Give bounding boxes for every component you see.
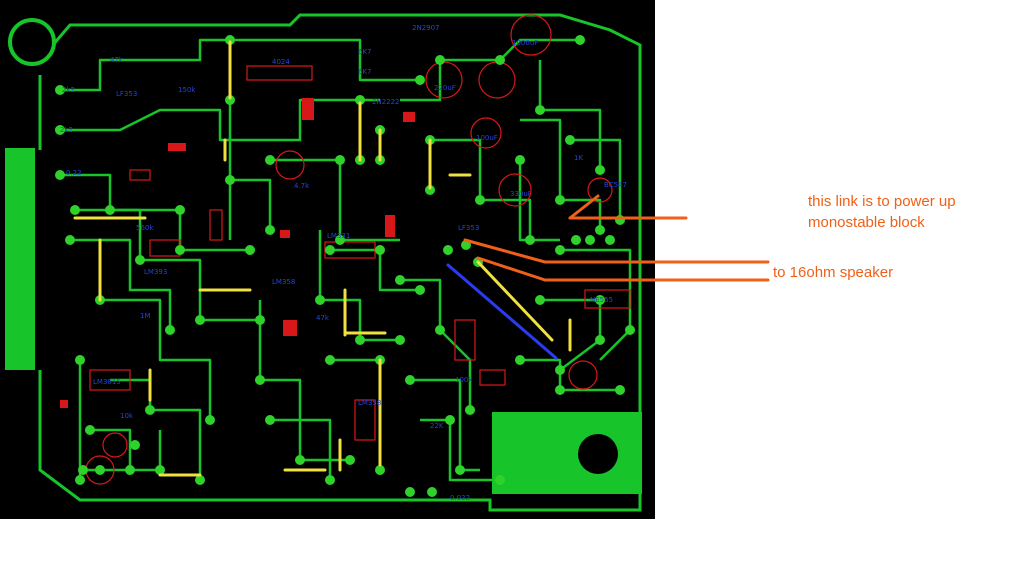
svg-text:2N2222: 2N2222 xyxy=(372,98,400,106)
mounting-hole-bottom-right xyxy=(578,434,618,474)
svg-text:2N2907: 2N2907 xyxy=(412,24,440,32)
svg-text:220uF: 220uF xyxy=(434,84,456,92)
component-outlines xyxy=(85,14,631,485)
annotation-speaker: to 16ohm speaker xyxy=(773,264,894,281)
svg-text:LM358: LM358 xyxy=(272,278,295,286)
component-labels: 47k 2k2 2k2 6K7 6K7 LM331 LM358 LM393 LM… xyxy=(60,24,627,502)
svg-text:2k2: 2k2 xyxy=(62,86,75,94)
copper-traces xyxy=(60,38,632,482)
svg-text:LF353: LF353 xyxy=(458,224,479,232)
smd-parts xyxy=(60,98,415,408)
mounting-hole-top-left xyxy=(8,18,56,66)
svg-text:330uF: 330uF xyxy=(510,190,532,198)
svg-text:4024: 4024 xyxy=(272,58,290,66)
arrow-speaker-upper-diag xyxy=(463,238,547,264)
svg-text:LM331: LM331 xyxy=(327,232,350,240)
annotation-arrows xyxy=(463,194,770,282)
svg-text:BC547: BC547 xyxy=(604,181,627,189)
ground-pad-bottom-right xyxy=(492,412,642,494)
svg-text:22K: 22K xyxy=(430,422,444,430)
solder-pads xyxy=(55,35,635,497)
svg-text:100uF: 100uF xyxy=(476,134,498,142)
annotation-link-line1: this link is to power up xyxy=(808,193,956,210)
svg-text:1M: 1M xyxy=(140,312,151,320)
svg-text:2k2: 2k2 xyxy=(60,126,73,134)
svg-text:47k: 47k xyxy=(110,56,124,64)
svg-text:LM358: LM358 xyxy=(358,399,381,407)
annotation-link-line2: monostable block xyxy=(808,214,925,231)
svg-text:4.7k: 4.7k xyxy=(294,182,310,190)
blue-wire xyxy=(446,263,558,360)
svg-text:0.22: 0.22 xyxy=(66,169,82,177)
svg-text:0.022: 0.022 xyxy=(450,494,470,502)
svg-text:LF353: LF353 xyxy=(116,90,137,98)
annotation-monostable-link: this link is to power up monostable bloc… xyxy=(808,191,956,233)
svg-text:150k: 150k xyxy=(178,86,196,94)
arrow-speaker-lower-diag xyxy=(476,256,547,282)
svg-text:6K7: 6K7 xyxy=(358,68,372,76)
svg-text:6K7: 6K7 xyxy=(358,48,372,56)
arrow-link-head xyxy=(568,194,600,220)
ground-pad-left xyxy=(5,148,35,370)
svg-text:NE555: NE555 xyxy=(590,296,613,304)
svg-text:1K: 1K xyxy=(574,154,583,162)
jumper-wires xyxy=(73,40,572,477)
svg-text:1000uF: 1000uF xyxy=(512,39,538,47)
svg-text:47k: 47k xyxy=(316,314,330,322)
svg-text:LM393: LM393 xyxy=(144,268,167,276)
svg-text:100k: 100k xyxy=(455,376,473,384)
svg-text:10k: 10k xyxy=(120,412,134,420)
svg-text:560k: 560k xyxy=(136,224,154,232)
svg-text:LM3815: LM3815 xyxy=(93,378,121,386)
